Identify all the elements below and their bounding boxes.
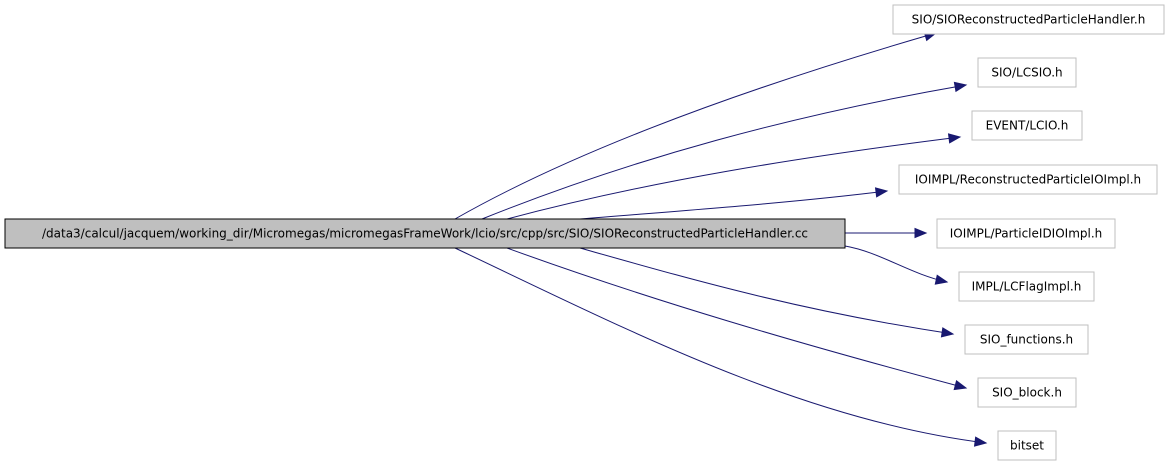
edge-t5: [844, 245, 948, 283]
arrowhead-t5: [934, 274, 949, 285]
edge-t8: [454, 247, 987, 444]
include-node-t4[interactable]: IOIMPL/ParticleIDIOImpl.h: [936, 218, 1116, 249]
include-node-t6[interactable]: SIO_functions.h: [964, 324, 1089, 355]
edge-t2: [506, 136, 961, 220]
nodes-layer: /data3/calcul/jacquem/working_dir/Microm…: [4, 4, 1165, 461]
node-label: SIO/SIOReconstructedParticleHandler.h: [912, 13, 1146, 27]
node-label: IOIMPL/ReconstructedParticleIOImpl.h: [915, 173, 1141, 187]
arrowhead-t3: [874, 187, 889, 198]
arrowhead-t6: [940, 327, 955, 338]
node-box: [971, 110, 1083, 141]
edge-t7: [506, 247, 967, 389]
edge-t0: [454, 32, 937, 220]
edges-layer: [454, 31, 988, 447]
include-node-t2[interactable]: EVENT/LCIO.h: [971, 110, 1083, 141]
node-box: [977, 57, 1077, 88]
node-box: [892, 4, 1165, 35]
edge-t6: [579, 247, 954, 335]
arrowhead-t2: [947, 133, 962, 144]
include-node-t5[interactable]: IMPL/LCFlagImpl.h: [958, 271, 1095, 302]
edge-t3: [579, 190, 888, 220]
node-box: [958, 271, 1095, 302]
node-box: [898, 164, 1158, 195]
node-label: IMPL/LCFlagImpl.h: [972, 280, 1082, 294]
node-label: SIO_functions.h: [980, 333, 1073, 347]
arrowhead-t8: [973, 436, 988, 447]
include-node-t3[interactable]: IOIMPL/ReconstructedParticleIOImpl.h: [898, 164, 1158, 195]
include-node-t0[interactable]: SIO/SIOReconstructedParticleHandler.h: [892, 4, 1165, 35]
node-label: SIO_block.h: [992, 386, 1062, 400]
node-box: [4, 218, 846, 249]
node-label: /data3/calcul/jacquem/working_dir/Microm…: [42, 227, 808, 241]
node-box: [964, 324, 1089, 355]
node-label: bitset: [1010, 439, 1044, 453]
node-label: SIO/LCSIO.h: [991, 66, 1062, 80]
arrowhead-t4: [914, 227, 928, 239]
arrowhead-t7: [953, 379, 968, 391]
edge-t1: [481, 84, 967, 220]
include-node-t8[interactable]: bitset: [997, 430, 1057, 461]
node-box: [977, 377, 1077, 408]
node-label: IOIMPL/ParticleIDIOImpl.h: [950, 227, 1103, 241]
source-file-node[interactable]: /data3/calcul/jacquem/working_dir/Microm…: [4, 218, 846, 249]
include-node-t7[interactable]: SIO_block.h: [977, 377, 1077, 408]
node-box: [936, 218, 1116, 249]
node-box: [997, 430, 1057, 461]
include-node-t1[interactable]: SIO/LCSIO.h: [977, 57, 1077, 88]
node-label: EVENT/LCIO.h: [986, 119, 1069, 133]
arrowhead-t1: [953, 81, 968, 93]
